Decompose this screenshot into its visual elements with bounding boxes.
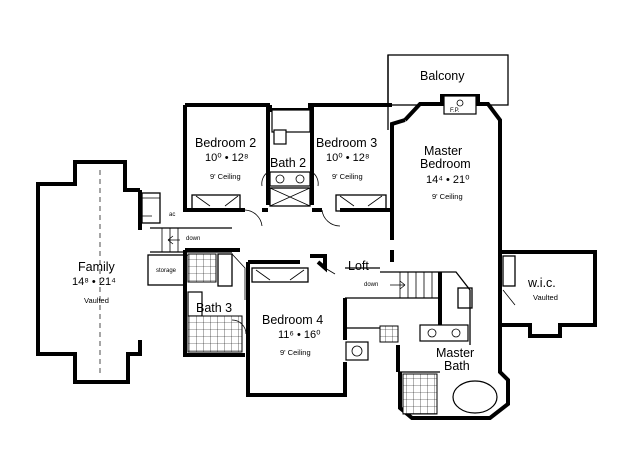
balcony-label: Balcony <box>420 69 465 83</box>
bedroom3-dims: 10⁰ • 12⁸ <box>326 152 370 164</box>
bedroom2-label: Bedroom 2 <box>195 136 257 150</box>
stair-down-upper: down <box>186 236 201 242</box>
family-room-walls <box>36 160 161 384</box>
master-bedroom-label-1: Master <box>424 144 463 158</box>
upper-bedrooms-walls <box>183 103 392 227</box>
bath3-label: Bath 3 <box>196 301 233 315</box>
loft-label: Loft <box>348 259 369 273</box>
bath3-walls <box>183 248 247 357</box>
bedroom3-ceiling: 9' Ceiling <box>332 172 363 181</box>
loft-area <box>344 267 473 345</box>
master-bedroom-dims: 14⁴ • 21⁰ <box>426 174 470 186</box>
bedroom4-ceiling: 9' Ceiling <box>280 348 311 357</box>
master-bath-walls <box>396 324 510 420</box>
wic-label: w.i.c. <box>528 276 556 290</box>
bedroom2-dims: 10⁰ • 12⁸ <box>205 152 249 164</box>
master-bedroom-walls <box>390 94 502 347</box>
wic-ceiling: Vaulted <box>533 293 558 302</box>
master-tub <box>452 380 498 414</box>
wic-walls <box>500 250 597 338</box>
family-label: Family <box>78 260 115 274</box>
fireplace-label: F.P. <box>450 108 460 114</box>
master-bedroom-ceiling: 9' Ceiling <box>432 192 463 201</box>
master-bath-label-2: Bath <box>444 359 470 373</box>
bedroom3-label: Bedroom 3 <box>316 136 378 150</box>
master-bedroom-label-2: Bedroom <box>420 157 471 171</box>
master-bath-label-1: Master <box>436 346 475 360</box>
family-dims: 14⁸ • 21⁴ <box>72 276 116 288</box>
bath2-vanity <box>269 171 311 187</box>
stair-down-lower: down <box>364 282 379 288</box>
bedroom4-dims: 11⁶ • 16⁰ <box>278 329 321 341</box>
family-ceiling: Vaulted <box>84 296 109 305</box>
ac-label: ac <box>169 212 176 218</box>
master-vanity <box>419 324 469 342</box>
bath2-tub <box>271 109 311 133</box>
storage-label: storage <box>156 268 177 274</box>
bedroom4-label: Bedroom 4 <box>262 313 324 327</box>
fireplace <box>443 95 477 115</box>
bath2-label: Bath 2 <box>270 156 307 170</box>
bedroom2-ceiling: 9' Ceiling <box>210 172 241 181</box>
